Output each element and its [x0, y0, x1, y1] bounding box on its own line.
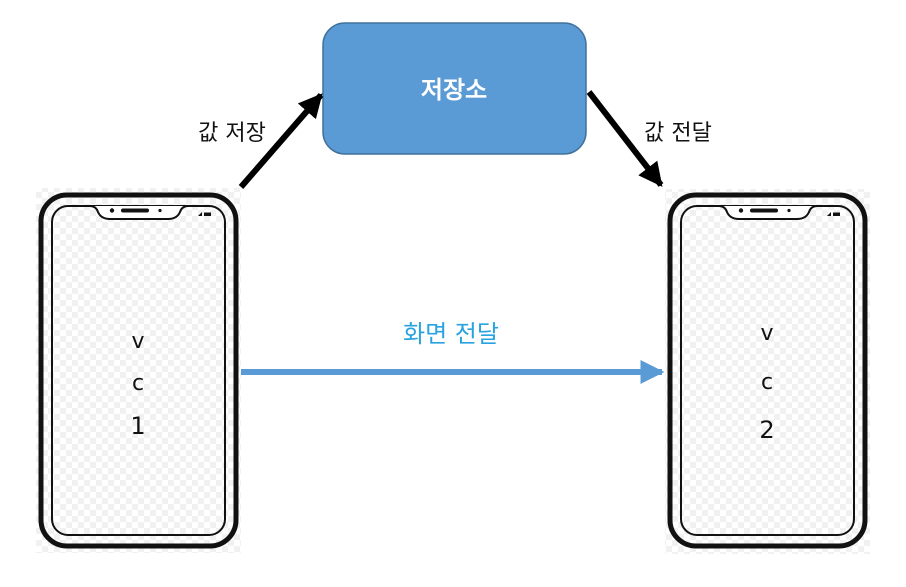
phone-text-line-3: 1	[130, 412, 145, 440]
phone-text-line-1: v	[760, 321, 773, 346]
phone-background	[36, 188, 241, 553]
phone-speaker	[121, 208, 149, 213]
phone-vc1: v c 1	[36, 188, 241, 553]
phone-outer-frame	[667, 192, 868, 549]
screen-transfer-label: 화면 전달	[403, 320, 499, 348]
deliver-label: 값 전달	[644, 121, 712, 146]
phone-camera	[738, 208, 744, 213]
phone-camera	[109, 208, 115, 213]
phone-text-line-3: 2	[759, 416, 774, 444]
storage-box	[322, 22, 587, 155]
storage-node: 저장소	[322, 22, 587, 155]
deliver-arrow	[586, 90, 664, 187]
phone-sensor	[158, 208, 162, 213]
phone-text-line-1: v	[131, 329, 144, 354]
storage-label: 저장소	[421, 76, 487, 104]
phone-outer-frame	[38, 192, 239, 549]
signal-icon	[198, 212, 202, 216]
signal-icon	[827, 212, 831, 216]
phone-vc2: v c 2	[665, 189, 870, 554]
phone-speaker	[750, 208, 778, 213]
save-label: 값 저장	[198, 121, 266, 146]
phone-sensor	[787, 208, 791, 213]
save-arrow	[238, 93, 324, 189]
phone-background	[665, 189, 870, 554]
phone-text-line-2: c	[132, 371, 144, 396]
phone-text-line-2: c	[761, 370, 773, 395]
battery-icon	[204, 212, 211, 216]
battery-icon	[833, 212, 840, 216]
